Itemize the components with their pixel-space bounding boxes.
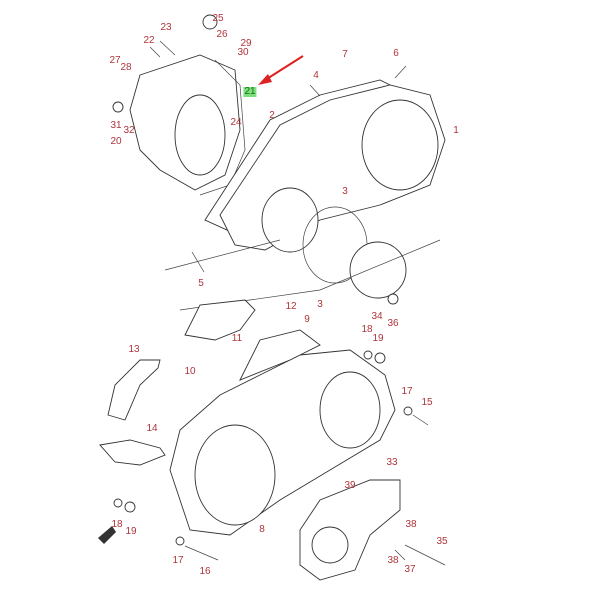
label-17: 17 — [401, 386, 413, 397]
label-37: 37 — [404, 564, 416, 575]
part-11 — [184, 299, 256, 341]
part-14 — [99, 439, 166, 466]
label-24: 24 — [230, 117, 242, 128]
part-20-bore — [174, 94, 226, 176]
label-23: 23 — [160, 22, 172, 33]
part-13 — [107, 359, 161, 421]
label-38: 38 — [405, 519, 417, 530]
label-25: 25 — [212, 13, 224, 24]
label-31: 31 — [110, 120, 122, 131]
label-6: 6 — [393, 48, 399, 59]
label-17b: 17 — [172, 555, 184, 566]
part-33-hole — [311, 526, 349, 564]
label-19b: 19 — [125, 526, 137, 537]
part-12 — [239, 329, 321, 381]
label-19: 19 — [372, 333, 384, 344]
part-34-plate — [349, 241, 407, 299]
label-28: 28 — [120, 62, 132, 73]
label-36: 36 — [387, 318, 399, 329]
arrow-head-icon — [258, 74, 272, 85]
label-2: 2 — [269, 110, 275, 121]
label-29: 29 — [240, 38, 252, 49]
label-27: 27 — [109, 55, 121, 66]
label-18b: 18 — [111, 519, 123, 530]
part-21-gasket — [199, 59, 246, 196]
label-3: 3 — [342, 186, 348, 197]
label-26: 26 — [216, 29, 228, 40]
label-22: 22 — [143, 35, 155, 46]
label-21-highlighted[interactable]: 21 — [243, 86, 257, 97]
bolts — [149, 40, 446, 566]
label-13: 13 — [128, 344, 140, 355]
label-5: 5 — [198, 278, 204, 289]
label-35: 35 — [436, 536, 448, 547]
label-16: 16 — [199, 566, 211, 577]
label-39: 39 — [344, 480, 356, 491]
part-1-dome — [361, 99, 439, 191]
label-8: 8 — [259, 524, 265, 535]
label-14: 14 — [146, 423, 158, 434]
front-direction-icon — [98, 526, 116, 544]
label-10: 10 — [184, 366, 196, 377]
label-7: 7 — [342, 49, 348, 60]
label-4: 4 — [313, 70, 319, 81]
label-30: 30 — [237, 47, 249, 58]
label-18: 18 — [361, 324, 373, 335]
label-20: 20 — [110, 136, 122, 147]
part-8-left-window — [194, 424, 276, 526]
label-11: 11 — [231, 333, 243, 344]
label-33: 33 — [386, 457, 398, 468]
label-34: 34 — [371, 311, 383, 322]
label-32: 32 — [123, 125, 135, 136]
label-3b: 3 — [317, 299, 323, 310]
label-38b: 38 — [387, 555, 399, 566]
washers — [112, 14, 413, 546]
label-15: 15 — [421, 397, 433, 408]
part-8-right-dome — [319, 371, 381, 449]
label-9: 9 — [304, 314, 310, 325]
label-1: 1 — [453, 125, 459, 136]
part-33-bracket — [299, 479, 401, 581]
label-12: 12 — [285, 301, 297, 312]
